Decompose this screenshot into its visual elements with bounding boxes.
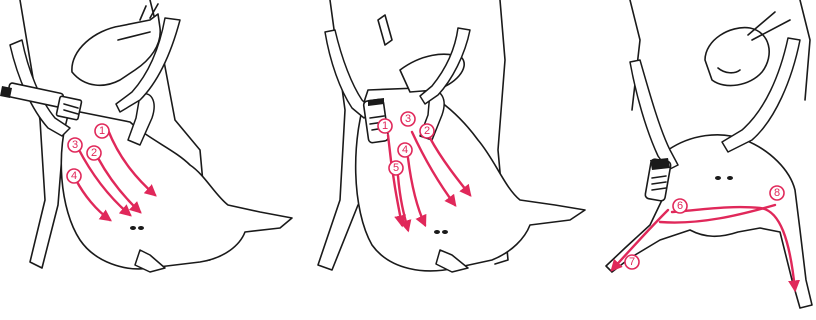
sheep-body — [356, 88, 585, 271]
stroke-badge-4: 4 — [398, 143, 412, 157]
stroke-badge-6: 6 — [673, 199, 687, 213]
stroke-badge-3: 3 — [68, 138, 82, 152]
stroke-badge-1: 1 — [95, 124, 109, 138]
svg-text:6: 6 — [677, 200, 683, 212]
svg-text:5: 5 — [393, 162, 399, 174]
stroke-badge-3: 3 — [401, 112, 415, 126]
svg-text:2: 2 — [91, 147, 97, 159]
stroke-badge-1: 1 — [378, 119, 392, 133]
panel-1: 1 2 3 4 — [0, 0, 292, 272]
stroke-badge-5: 5 — [389, 161, 403, 175]
shearer-left-arm — [630, 60, 678, 170]
svg-text:1: 1 — [99, 125, 105, 137]
panel-3: 6 7 8 — [606, 0, 812, 308]
stroke-badge-4: 4 — [67, 169, 81, 183]
stroke-badge-2: 2 — [420, 124, 434, 138]
svg-text:3: 3 — [72, 139, 78, 151]
svg-text:1: 1 — [382, 120, 388, 132]
stroke-badge-8: 8 — [770, 186, 784, 200]
panel-2: 1 2 3 4 5 — [318, 0, 585, 272]
stroke-badge-2: 2 — [87, 146, 101, 160]
svg-text:7: 7 — [629, 256, 635, 268]
svg-text:2: 2 — [424, 125, 430, 137]
svg-text:4: 4 — [402, 144, 408, 156]
svg-text:3: 3 — [405, 113, 411, 125]
sheep-body — [606, 135, 812, 308]
svg-text:8: 8 — [774, 187, 780, 199]
stroke-badge-7: 7 — [625, 255, 639, 269]
svg-text:4: 4 — [71, 170, 77, 182]
